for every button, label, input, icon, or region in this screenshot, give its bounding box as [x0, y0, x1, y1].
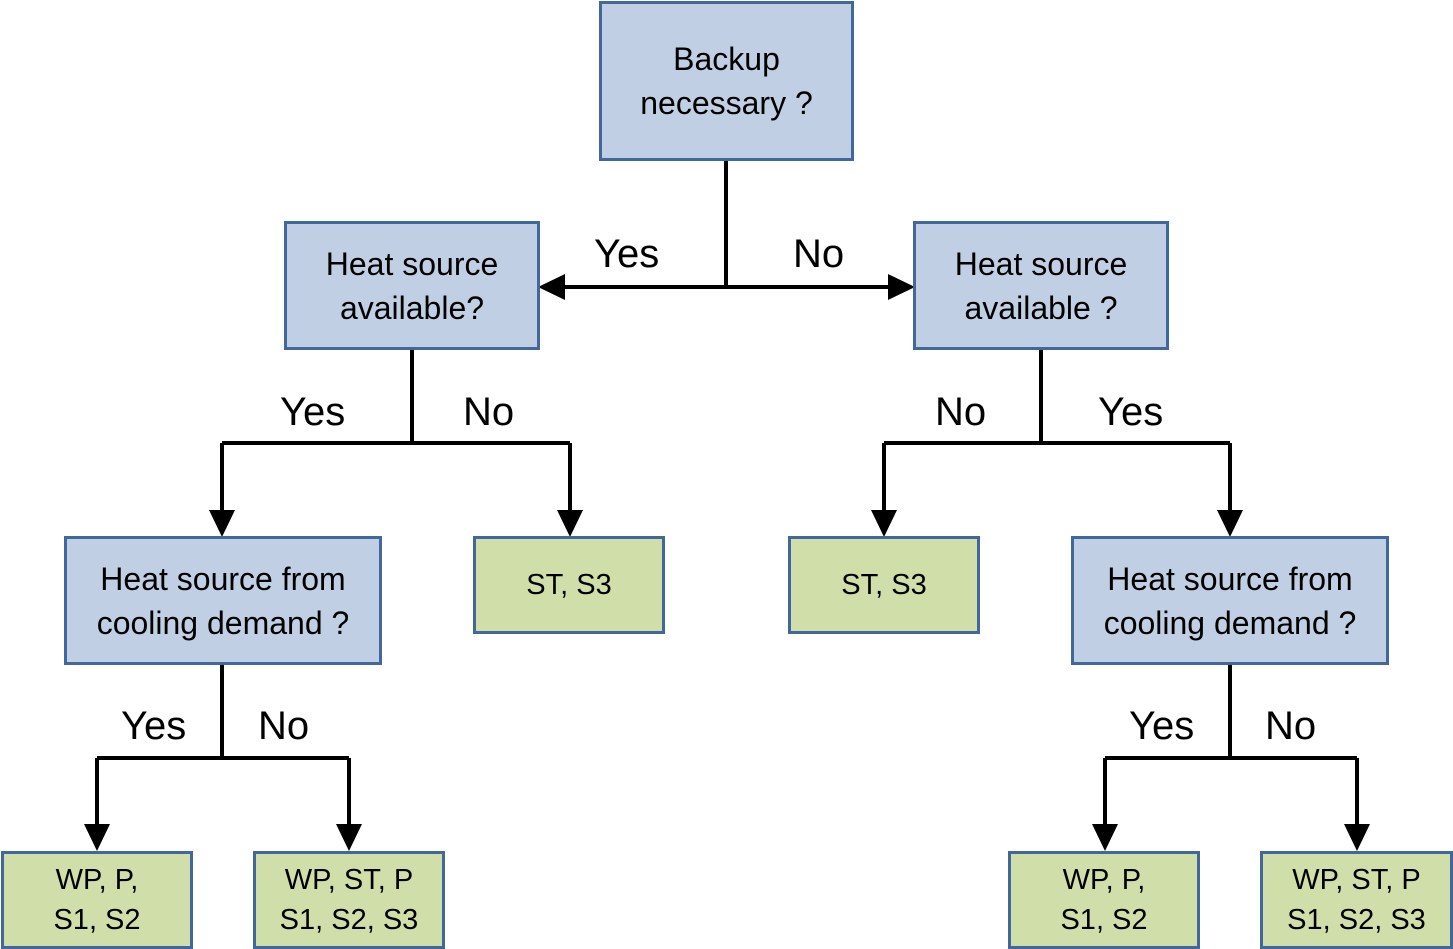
right-cooling-decision-text: Heat source from cooling demand ? [1103, 560, 1357, 641]
rr-result-node: WP, ST, P S1, S2, S3 [1260, 851, 1453, 949]
left-cooling-yes-label: Yes [121, 704, 187, 748]
arrowhead-lr-result [336, 824, 362, 851]
right-heat-yes-label: Yes [1098, 390, 1164, 434]
arrowhead-right [888, 274, 915, 300]
left-cooling-no-label: No [258, 704, 310, 748]
left-cooling-decision-node: Heat source from cooling demand ? [64, 536, 382, 665]
left-heat-decision-node: Heat source available? [284, 221, 540, 350]
right-cooling-decision-node: Heat source from cooling demand ? [1071, 536, 1389, 665]
arrowhead-left [538, 274, 565, 300]
rl-result-text: WP, P, S1, S2 [1060, 864, 1148, 936]
left-st-s3-result-node: ST, S3 [473, 536, 665, 634]
root-no-label: No [793, 232, 845, 276]
arrowhead-right-st-s3 [871, 510, 897, 537]
right-heat-decision-text: Heat source available ? [954, 245, 1128, 326]
left-heat-yes-label: Yes [280, 390, 346, 434]
right-cooling-no-label: No [1265, 704, 1317, 748]
left-heat-no-label: No [463, 390, 515, 434]
arrowhead-rl-result [1092, 824, 1118, 851]
left-cooling-decision-text: Heat source from cooling demand ? [96, 560, 350, 641]
rl-result-node: WP, P, S1, S2 [1008, 851, 1200, 949]
root-decision-text: Backup necessary ? [640, 41, 813, 121]
root-yes-label: Yes [594, 232, 660, 276]
lr-result-node: WP, ST, P S1, S2, S3 [253, 851, 445, 949]
right-st-s3-result-text: ST, S3 [841, 569, 927, 601]
lr-result-text: WP, ST, P S1, S2, S3 [279, 864, 419, 936]
left-heat-decision-text: Heat source available? [325, 245, 499, 326]
ll-result-text: WP, P, S1, S2 [53, 864, 141, 936]
arrowhead-ll-result [84, 824, 110, 851]
right-cooling-yes-label: Yes [1129, 704, 1195, 748]
right-heat-decision-node: Heat source available ? [913, 221, 1169, 350]
arrowhead-left-cooling [209, 510, 235, 537]
right-heat-no-label: No [935, 390, 987, 434]
arrowhead-right-cooling [1217, 510, 1243, 537]
root-decision-node: Backup necessary ? [599, 1, 854, 161]
rr-result-text: WP, ST, P S1, S2, S3 [1287, 864, 1426, 936]
arrowhead-rr-result [1344, 824, 1370, 851]
left-st-s3-result-text: ST, S3 [526, 569, 612, 601]
arrowhead-left-st-s3 [557, 510, 583, 537]
right-st-s3-result-node: ST, S3 [788, 536, 980, 634]
ll-result-node: WP, P, S1, S2 [1, 851, 193, 949]
